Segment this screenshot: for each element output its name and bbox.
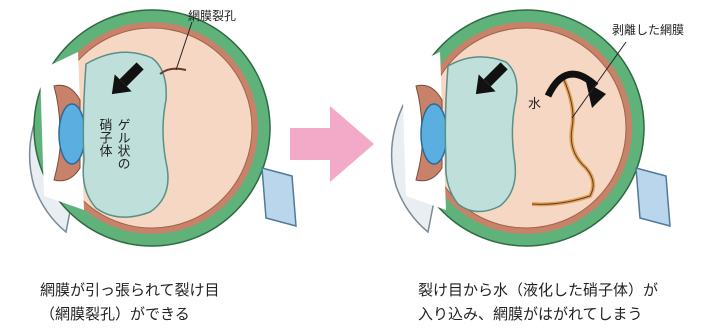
optic-nerve-right — [636, 168, 670, 226]
detached-retina-label: 剥離した網膜 — [612, 23, 684, 37]
optic-nerve-left — [262, 168, 296, 226]
vitreous-label-line1: ゲル状の — [115, 118, 131, 170]
lens-left — [59, 104, 85, 164]
retinal-tear-label: 網膜裂孔 — [188, 9, 236, 23]
caption-left-line1: 網膜が引っ張られて裂け目 — [40, 278, 220, 302]
water-label: 水 — [528, 97, 541, 112]
caption-right-line2: 入り込み、網膜がはがれてしまう — [418, 302, 658, 326]
caption-right: 裂け目から水（液化した硝子体）が 入り込み、網膜がはがれてしまう — [418, 278, 658, 326]
lens-right — [421, 104, 447, 164]
eye-left: 網膜裂孔 ゲル状の 硝子体 — [30, 9, 296, 246]
caption-left: 網膜が引っ張られて裂け目 （網膜裂孔）ができる — [40, 278, 220, 326]
caption-right-line1: 裂け目から水（液化した硝子体）が — [418, 278, 658, 302]
vitreous-label-line2: 硝子体 — [97, 118, 113, 157]
caption-left-line2: （網膜裂孔）ができる — [40, 302, 220, 326]
eye-right: 剥離した網膜 水 — [392, 10, 684, 246]
right-arrow-icon — [290, 106, 374, 182]
